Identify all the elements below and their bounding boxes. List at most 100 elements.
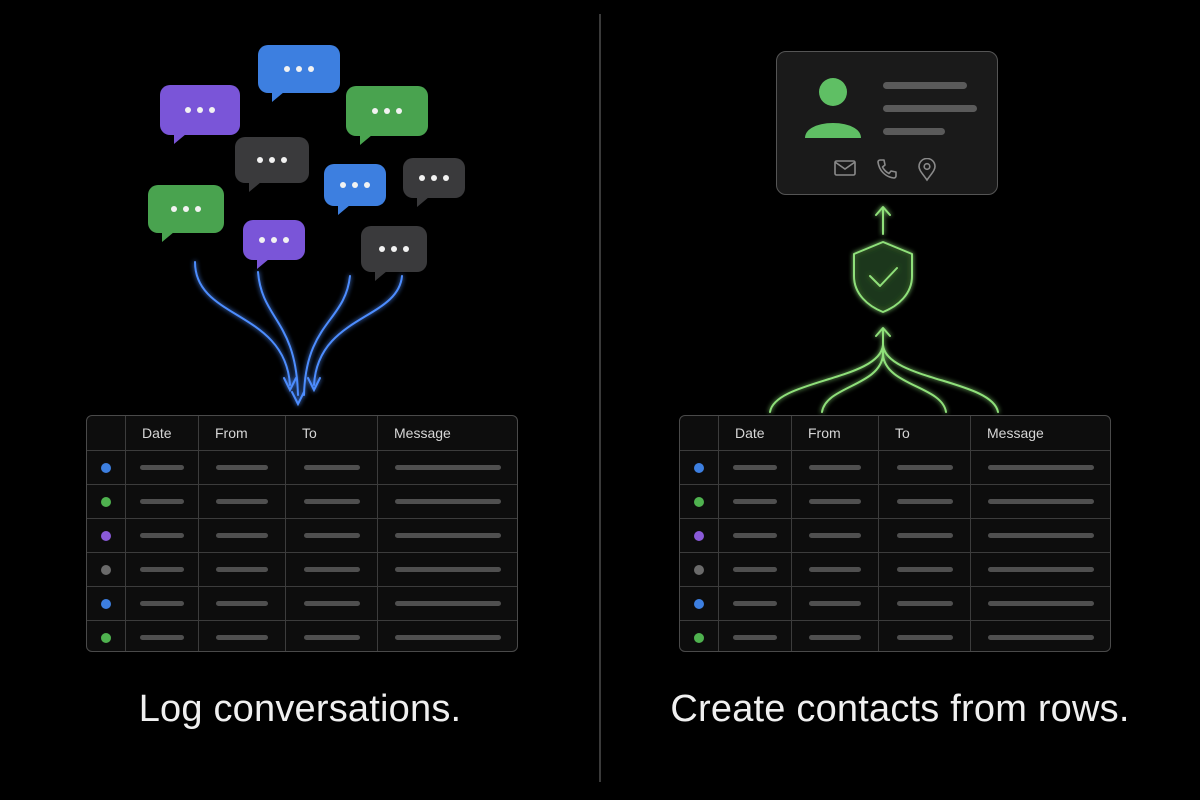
- placeholder-bar: [896, 499, 953, 504]
- placeholder-bar: [140, 601, 184, 606]
- caption-create-contacts: Create contacts from rows.: [670, 688, 1130, 730]
- row-status-dot: [694, 632, 704, 643]
- chat-bubble-icon: [148, 185, 224, 242]
- shield-check-icon: [853, 241, 913, 313]
- column-header-message: Message: [970, 416, 1110, 450]
- placeholder-bar: [987, 465, 1094, 470]
- chat-bubble-icon: [160, 85, 240, 144]
- chat-bubble-icon: [324, 164, 386, 215]
- placeholder-bar: [303, 533, 360, 538]
- placeholder-bar: [394, 499, 501, 504]
- table-row: [680, 518, 1110, 552]
- placeholder-bar: [733, 499, 777, 504]
- placeholder-bar: [809, 601, 861, 606]
- row-status-dot: [694, 598, 704, 609]
- placeholder-bar: [303, 567, 360, 572]
- column-header-to: To: [285, 416, 377, 450]
- shield-flow-graphic: [769, 206, 999, 413]
- placeholder-bar: [809, 567, 861, 572]
- placeholder-bar: [733, 635, 777, 640]
- placeholder-bar: [733, 567, 777, 572]
- table-row: [87, 552, 517, 586]
- chat-bubble-icon: [235, 137, 309, 192]
- placeholder-bar: [809, 533, 861, 538]
- column-header-from: From: [791, 416, 878, 450]
- flow-arrows-icon: [194, 261, 403, 407]
- table-row: [680, 450, 1110, 484]
- placeholder-bar: [303, 499, 360, 504]
- contact-line: [883, 128, 945, 135]
- placeholder-bar: [987, 635, 1094, 640]
- placeholder-bar: [216, 635, 268, 640]
- placeholder-bar: [216, 465, 268, 470]
- table-row: [680, 552, 1110, 586]
- table-row: [87, 620, 517, 651]
- placeholder-bar: [140, 567, 184, 572]
- placeholder-bar: [896, 533, 953, 538]
- row-status-dot: [694, 564, 704, 575]
- left-panel: Date From To Message Log conversations.: [86, 45, 518, 730]
- table-row: [87, 450, 517, 484]
- table-row: [87, 484, 517, 518]
- placeholder-bar: [987, 499, 1094, 504]
- column-header-date: Date: [718, 416, 791, 450]
- placeholder-bar: [140, 465, 184, 470]
- placeholder-bar: [987, 533, 1094, 538]
- row-status-dot: [101, 462, 111, 473]
- placeholder-bar: [394, 635, 501, 640]
- mail-icon: [834, 160, 856, 176]
- table-row: [87, 586, 517, 620]
- placeholder-bar: [896, 567, 953, 572]
- column-header-from: From: [198, 416, 285, 450]
- placeholder-bar: [303, 635, 360, 640]
- placeholder-bar: [303, 465, 360, 470]
- location-pin-icon: [918, 158, 936, 182]
- placeholder-bar: [896, 635, 953, 640]
- column-header-to: To: [878, 416, 970, 450]
- placeholder-bar: [303, 601, 360, 606]
- row-status-dot: [101, 598, 111, 609]
- panel-divider: [599, 14, 601, 782]
- data-table: Date From To Message: [679, 415, 1111, 652]
- placeholder-bar: [896, 601, 953, 606]
- caption-log-conversations: Log conversations.: [138, 688, 462, 730]
- placeholder-bar: [987, 567, 1094, 572]
- row-status-dot: [101, 496, 111, 507]
- data-table: Date From To Message: [86, 415, 518, 652]
- row-status-dot: [694, 462, 704, 473]
- contact-card: [776, 51, 998, 195]
- placeholder-bar: [809, 635, 861, 640]
- table-row: [680, 620, 1110, 651]
- placeholder-bar: [216, 567, 268, 572]
- placeholder-bar: [140, 635, 184, 640]
- phone-icon: [877, 159, 897, 179]
- contact-line: [883, 82, 967, 89]
- placeholder-bar: [394, 533, 501, 538]
- row-status-dot: [101, 632, 111, 643]
- placeholder-bar: [896, 465, 953, 470]
- chat-bubble-icon: [346, 86, 428, 145]
- chat-bubble-icon: [361, 226, 427, 281]
- placeholder-bar: [809, 465, 861, 470]
- table-header-row: Date From To Message: [87, 416, 517, 450]
- chat-bubble-icon: [243, 220, 305, 269]
- placeholder-bar: [140, 499, 184, 504]
- placeholder-bar: [394, 465, 501, 470]
- right-panel: Date From To Message Create contacts fro…: [600, 0, 1200, 800]
- table-header-row: Date From To Message: [680, 416, 1110, 450]
- row-status-dot: [101, 530, 111, 541]
- placeholder-bar: [809, 499, 861, 504]
- chat-bubble-icon: [403, 158, 465, 207]
- row-status-dot: [101, 564, 111, 575]
- chat-bubble-icon: [258, 45, 340, 102]
- row-status-dot: [694, 530, 704, 541]
- table-row: [87, 518, 517, 552]
- placeholder-bar: [733, 601, 777, 606]
- placeholder-bar: [140, 533, 184, 538]
- placeholder-bar: [216, 533, 268, 538]
- table-row: [680, 484, 1110, 518]
- person-avatar-icon: [805, 78, 861, 138]
- contact-line: [883, 105, 977, 112]
- placeholder-bar: [733, 533, 777, 538]
- placeholder-bar: [216, 499, 268, 504]
